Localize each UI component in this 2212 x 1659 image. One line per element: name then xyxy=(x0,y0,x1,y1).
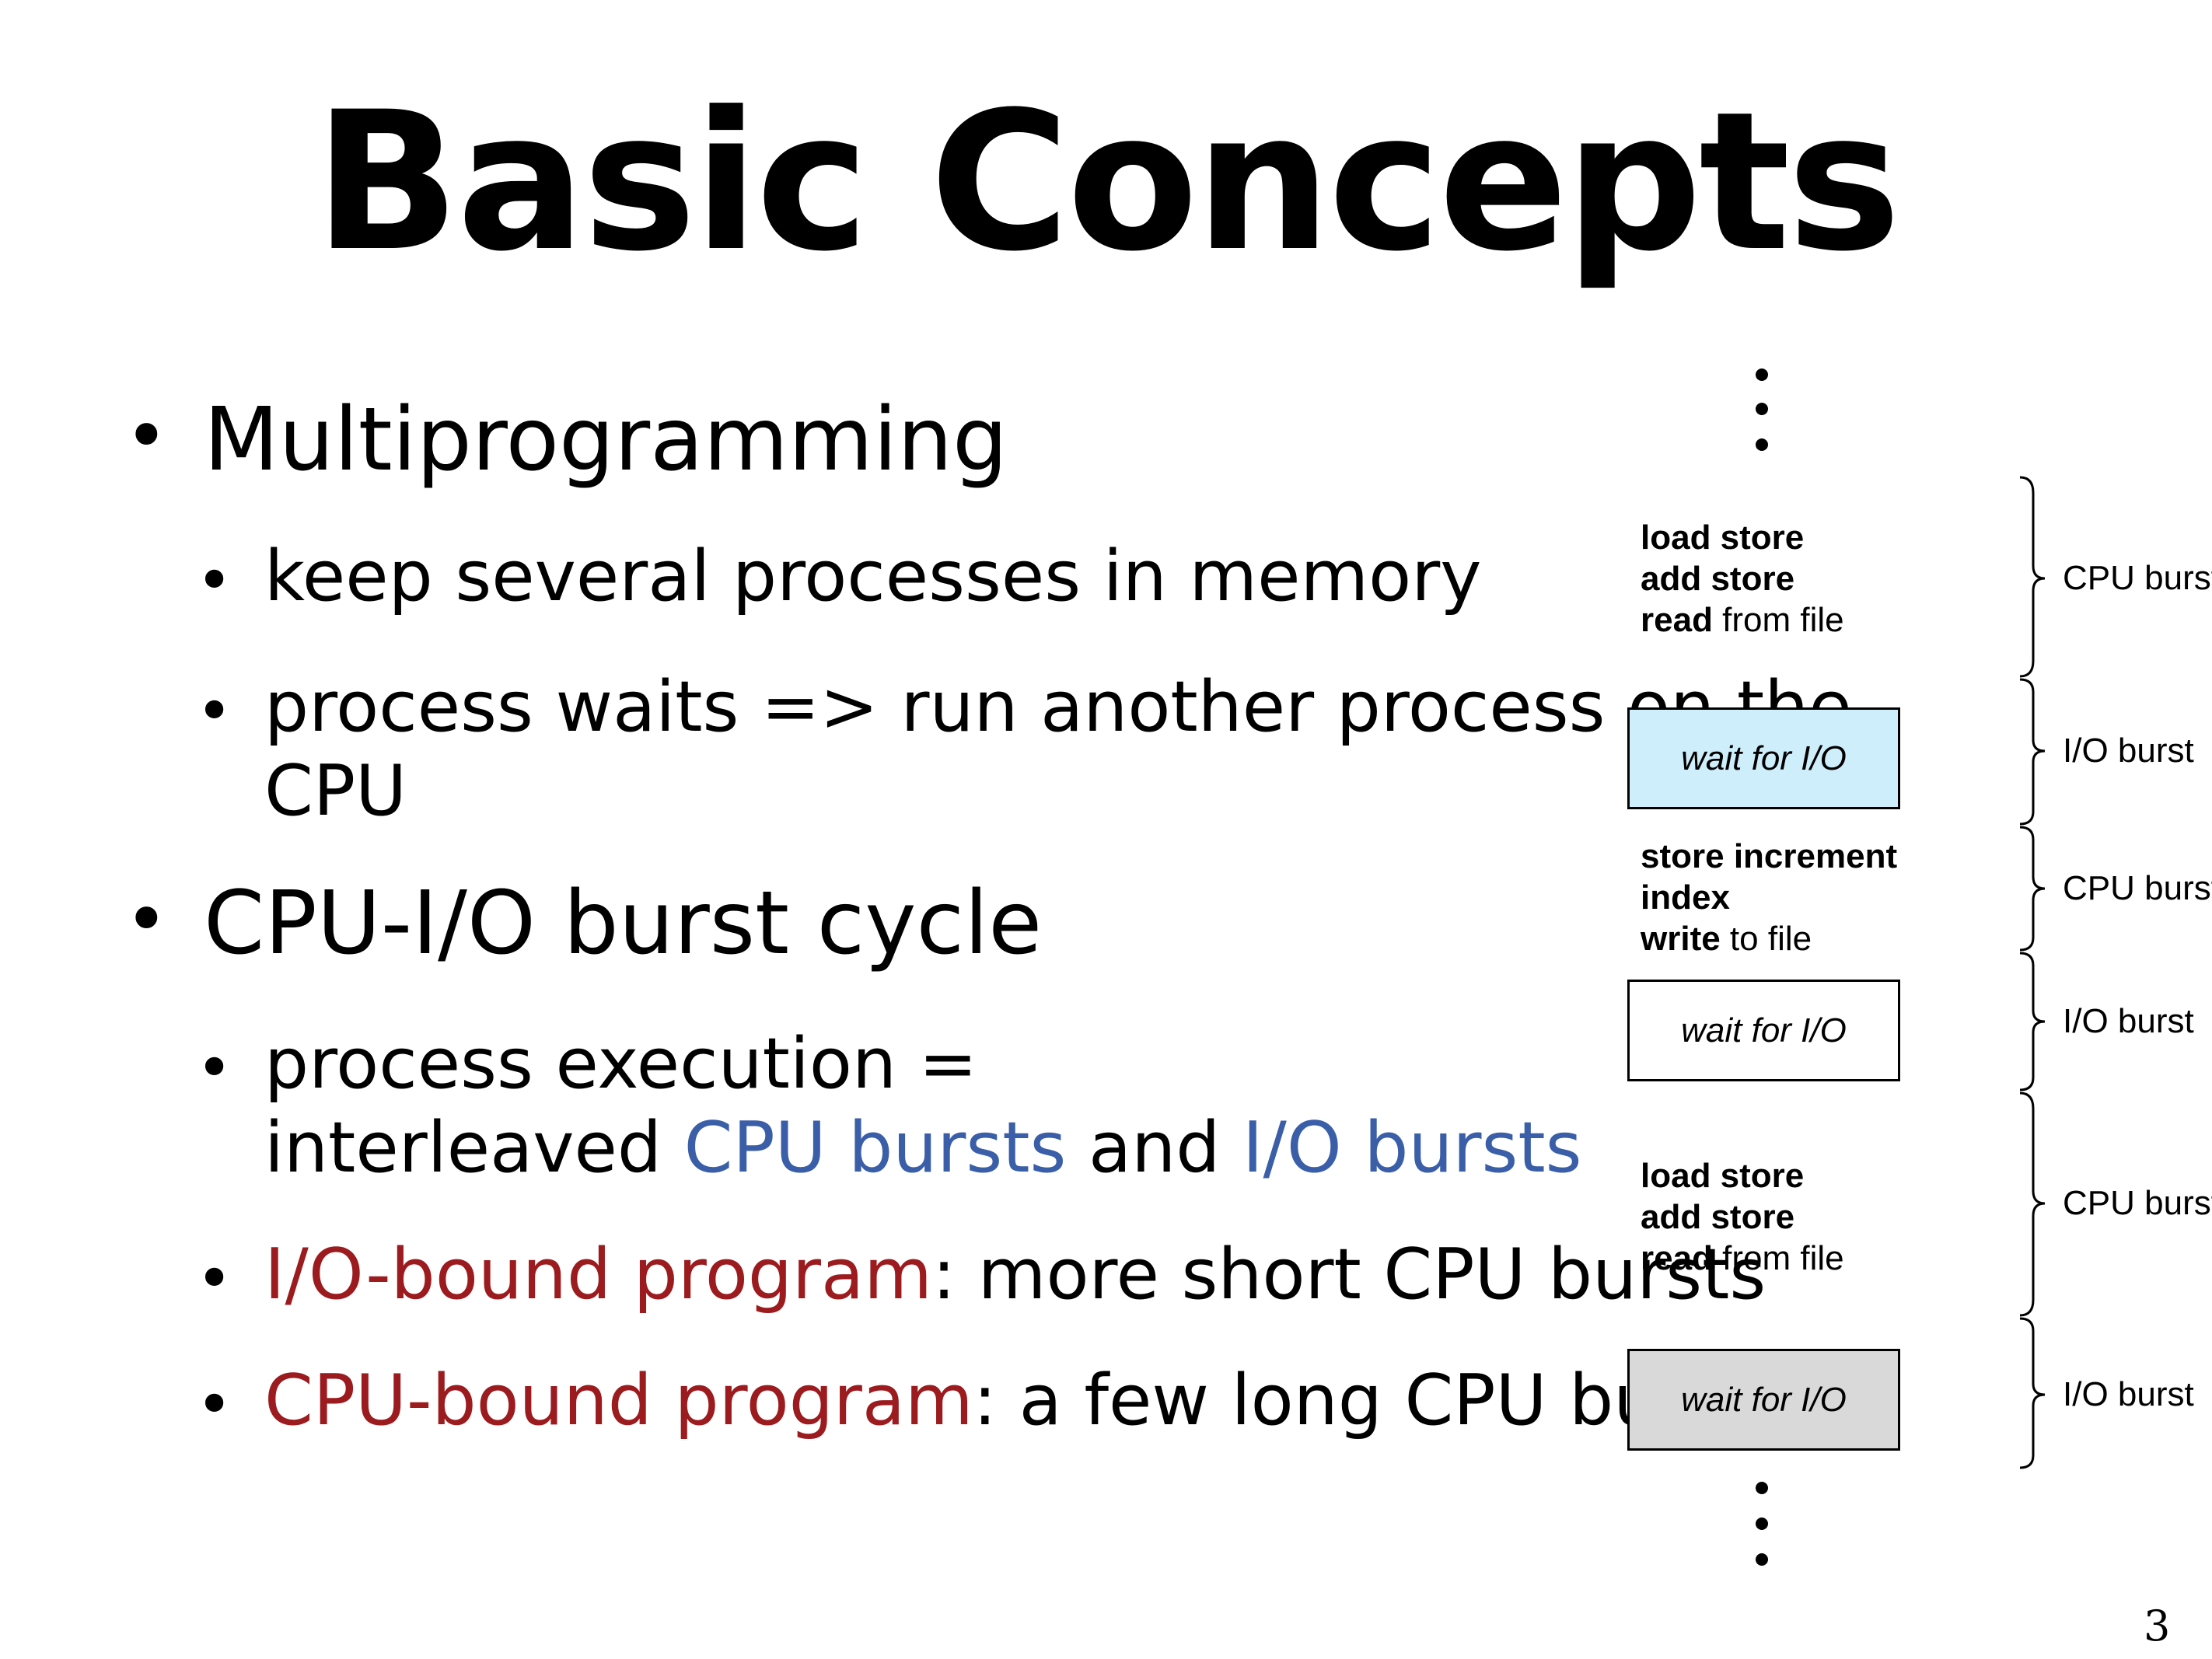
bullet-dot: • xyxy=(124,876,169,963)
label-io-burst-2: I/O burst xyxy=(2063,1002,2194,1040)
bullet-multiprogramming: Multiprogramming xyxy=(204,389,1008,491)
bullet-burst-cycle: CPU-I/O burst cycle xyxy=(204,873,1043,974)
wait-for-io-box-2: wait for I/O xyxy=(1627,980,1900,1081)
wait-for-io-box-3: wait for I/O xyxy=(1627,1349,1900,1451)
bullet-keep-several: keep several processes in memory xyxy=(264,536,1482,617)
slide-title: Basic Concepts xyxy=(313,72,1901,294)
io-bursts-term: I/O bursts xyxy=(1242,1107,1582,1189)
io-bound-term: I/O-bound program xyxy=(264,1234,932,1315)
cpu-bursts-term: CPU bursts xyxy=(683,1107,1067,1189)
brace-io-1 xyxy=(2019,678,2046,826)
label-io-burst-1: I/O burst xyxy=(2063,732,2194,770)
bullet-execution-cont: interleaved CPU bursts and I/O bursts xyxy=(264,1107,1582,1189)
code-block-1: load store add store read from file xyxy=(1641,519,1844,639)
brace-cpu-1 xyxy=(2019,476,2046,678)
cpu-bound-term: CPU-bound program xyxy=(264,1360,973,1441)
page-number: 3 xyxy=(2144,1601,2171,1650)
bullet-dot: • xyxy=(196,1032,233,1104)
bullet-dot: • xyxy=(196,1368,233,1441)
bullet-cpu-bound: CPU-bound program: a few long CPU bursts xyxy=(264,1360,1787,1441)
code-block-3: load store add store read from file xyxy=(1641,1157,1844,1277)
label-cpu-burst-2: CPU burst xyxy=(2063,869,2212,907)
bullet-process-waits: process waits => run another process on … xyxy=(264,666,1852,748)
bullet-dot: • xyxy=(196,544,233,616)
brace-group xyxy=(2019,476,2046,1469)
bullet-dot: • xyxy=(196,675,233,747)
brace-io-3 xyxy=(2019,1317,2046,1469)
label-cpu-burst-3: CPU burst xyxy=(2063,1184,2212,1222)
bullet-execution: process execution = xyxy=(264,1023,978,1105)
code-block-2: store increment index write to file xyxy=(1641,837,1898,958)
wait-for-io-box-1: wait for I/O xyxy=(1627,707,1900,809)
bullet-dot: • xyxy=(196,1242,233,1315)
brace-cpu-2 xyxy=(2019,826,2046,952)
brace-cpu-3 xyxy=(2019,1091,2046,1317)
bullet-io-bound: I/O-bound program: more short CPU bursts xyxy=(264,1234,1766,1315)
bullet-process-waits-cont: CPU xyxy=(264,750,407,832)
bullet-dot: • xyxy=(124,393,169,480)
brace-io-2 xyxy=(2019,952,2046,1091)
label-cpu-burst-1: CPU burst xyxy=(2063,559,2212,597)
label-io-burst-3: I/O burst xyxy=(2063,1375,2194,1413)
